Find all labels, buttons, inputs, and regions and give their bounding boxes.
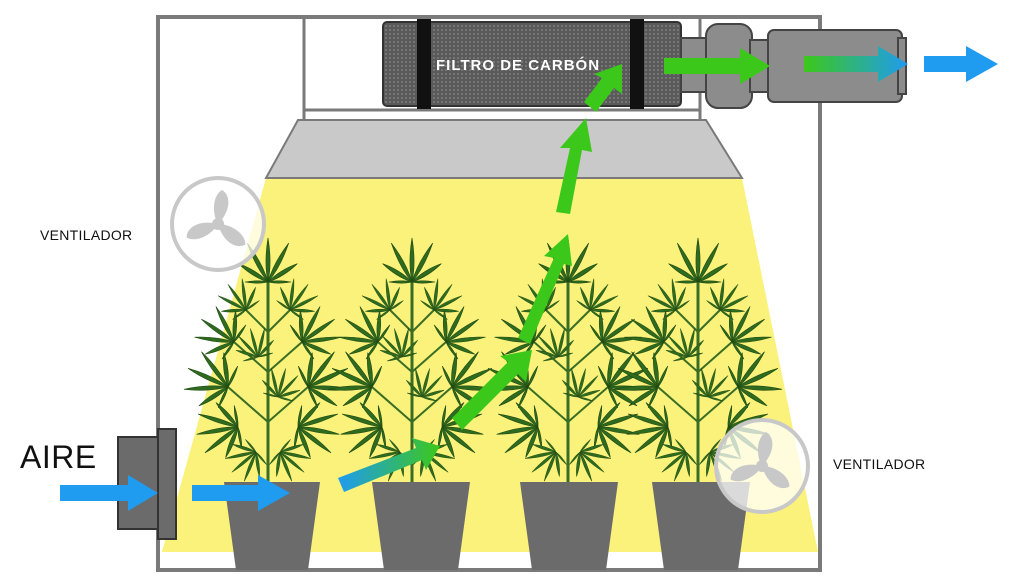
airflow-arrow <box>584 64 622 112</box>
intake-duct-icon <box>117 428 177 540</box>
airflow-arrow <box>338 438 440 492</box>
airflow-arrow <box>518 234 572 344</box>
lamp-reflector <box>264 119 744 179</box>
light-cone <box>162 178 818 552</box>
plant-pot <box>652 482 750 570</box>
exhaust-arrow <box>804 46 908 82</box>
fan-label-left: VENTILADOR <box>40 227 133 243</box>
air-in-arrow <box>60 475 158 511</box>
plant-pot <box>372 482 470 570</box>
airflow-arrows <box>60 46 998 511</box>
fan-icon <box>714 418 810 514</box>
airflow-arrow <box>452 350 532 430</box>
fan-icon <box>170 176 266 272</box>
air-intake-label: AIRE <box>20 439 97 475</box>
exhaust-arrow <box>664 48 770 84</box>
fan-label-right: VENTILADOR <box>833 456 926 472</box>
airflow-arrow <box>556 118 592 214</box>
plant-pot <box>224 482 320 570</box>
plant-pot <box>520 482 618 570</box>
exhaust-arrow <box>924 46 998 82</box>
air-in-arrow <box>192 475 290 511</box>
carbon-filter-label: FILTRO DE CARBÓN <box>436 57 601 74</box>
